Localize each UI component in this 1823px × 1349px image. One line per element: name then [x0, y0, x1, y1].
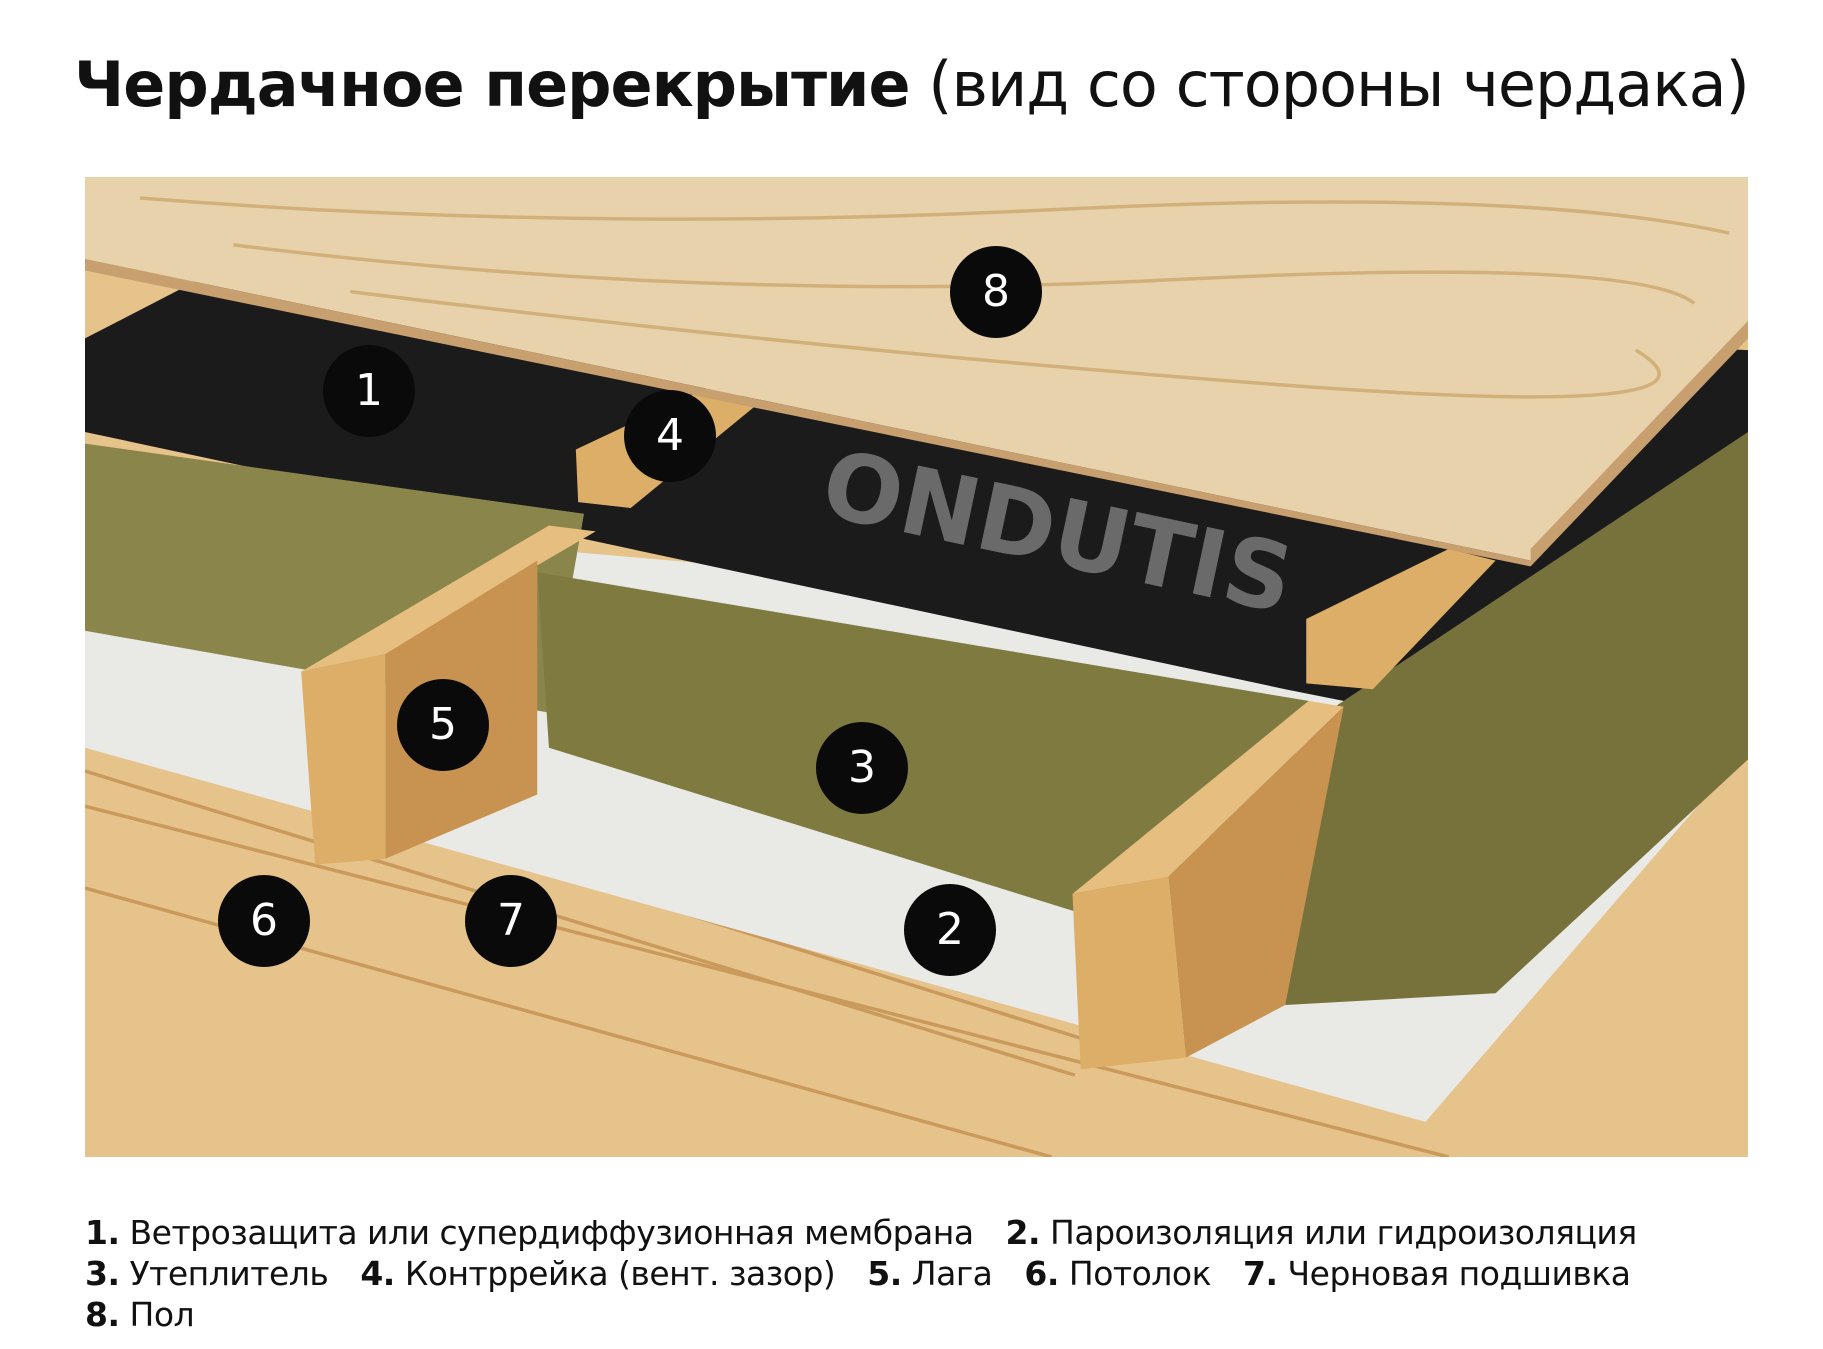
- title-bold: Чердачное перекрытие: [74, 48, 910, 121]
- marker-2: 2: [904, 884, 996, 976]
- marker-7: 7: [465, 875, 557, 967]
- legend-num: 1.: [85, 1213, 120, 1252]
- legend-line-3: 8. Пол: [85, 1294, 1637, 1335]
- marker-4: 4: [624, 390, 716, 482]
- marker-6: 6: [218, 875, 310, 967]
- layer-drawing: ONDUTIS: [84, 177, 1748, 1159]
- joist-right-top: [1072, 700, 1344, 894]
- joist-left-front: [301, 654, 386, 865]
- page-title: Чердачное перекрытие (вид со стороны чер…: [0, 40, 1823, 130]
- legend-line-2: 3. Утеплитель 4. Контррейка (вент. зазор…: [85, 1253, 1637, 1294]
- legend-text: Контррейка (вент. зазор): [404, 1254, 836, 1293]
- legend-num: 6.: [1024, 1254, 1059, 1293]
- counter-batten-right: [1306, 548, 1496, 690]
- joist-right-front: [1072, 876, 1186, 1070]
- legend-num: 8.: [85, 1295, 120, 1334]
- marker-3: 3: [816, 722, 908, 814]
- legend-text: Лага: [911, 1254, 993, 1293]
- legend: 1. Ветрозащита или супердиффузионная мем…: [85, 1212, 1637, 1335]
- wood-grain: [139, 196, 1730, 399]
- legend-text: Пол: [129, 1295, 195, 1334]
- attic-floor-illustration: ONDUTIS 8 1 4 5 3 6 7 2: [84, 177, 1748, 1159]
- legend-num: 4.: [360, 1254, 395, 1293]
- marker-5: 5: [397, 679, 489, 771]
- legend-num: 5.: [867, 1254, 902, 1293]
- legend-text: Черновая подшивка: [1287, 1254, 1631, 1293]
- title-regular: (вид со стороны чердака): [928, 48, 1750, 121]
- joist-right-side: [1168, 706, 1344, 1058]
- legend-text: Потолок: [1068, 1254, 1212, 1293]
- legend-text: Ветрозащита или супердиффузионная мембра…: [129, 1213, 975, 1252]
- marker-8: 8: [950, 246, 1042, 338]
- legend-num: 3.: [85, 1254, 120, 1293]
- legend-num: 7.: [1243, 1254, 1278, 1293]
- legend-num: 2.: [1005, 1213, 1041, 1252]
- joist-left-top: [301, 525, 596, 672]
- insulation-middle: [537, 572, 1309, 912]
- legend-text: Пароизоляция или гидроизоляция: [1050, 1213, 1637, 1252]
- legend-line-1: 1. Ветрозащита или супердиффузионная мем…: [85, 1212, 1637, 1253]
- legend-text: Утеплитель: [129, 1254, 329, 1293]
- insulation-right: [1285, 431, 1748, 1005]
- marker-1: 1: [323, 345, 415, 437]
